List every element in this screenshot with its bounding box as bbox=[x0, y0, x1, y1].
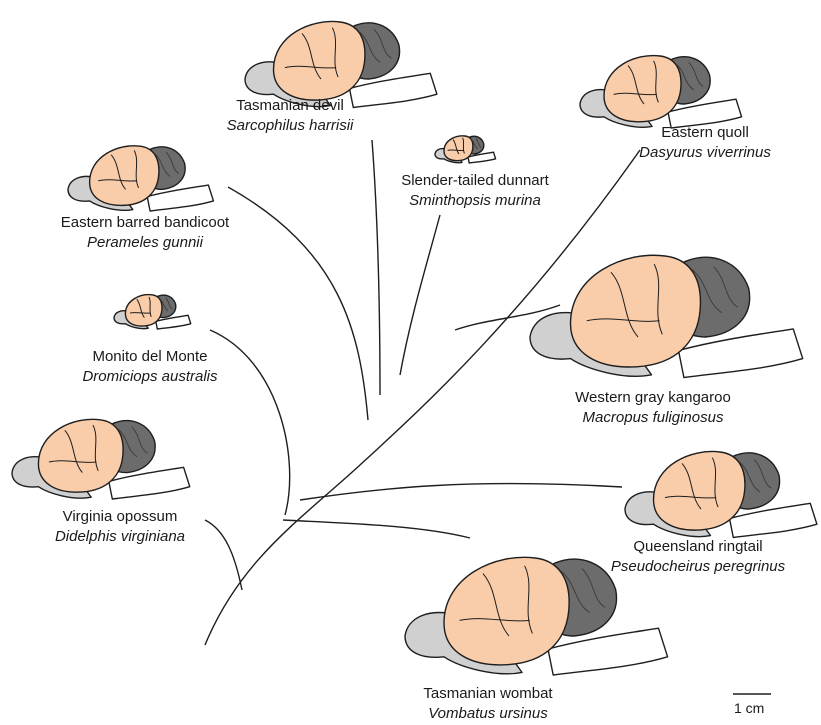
brain-slender-tailed-dunnart bbox=[435, 136, 496, 163]
species-latin-name: Sarcophilus harrisii bbox=[195, 116, 385, 136]
species-latin-name: Pseudocheirus peregrinus bbox=[578, 557, 818, 577]
species-common-name: Western gray kangaroo bbox=[548, 388, 758, 408]
label-western-gray-kangaroo: Western gray kangaroo Macropus fuliginos… bbox=[548, 388, 758, 428]
scale-bar-label: 1 cm bbox=[734, 700, 764, 716]
branch-to-ringtail bbox=[300, 484, 622, 500]
label-queensland-ringtail: Queensland ringtail Pseudocheirus peregr… bbox=[578, 537, 818, 577]
species-common-name: Queensland ringtail bbox=[578, 537, 818, 557]
species-common-name: Slender-tailed dunnart bbox=[370, 171, 580, 191]
species-common-name: Tasmanian devil bbox=[195, 96, 385, 116]
label-tasmanian-devil: Tasmanian devil Sarcophilus harrisii bbox=[195, 96, 385, 136]
species-common-name: Eastern quoll bbox=[600, 123, 810, 143]
species-common-name: Monito del Monte bbox=[50, 347, 250, 367]
label-eastern-barred-bandicoot: Eastern barred bandicoot Perameles gunni… bbox=[15, 213, 275, 253]
brain-virginia-opossum bbox=[12, 419, 190, 499]
brain-eastern-barred-bandicoot bbox=[68, 146, 213, 211]
brain-western-gray-kangaroo bbox=[530, 255, 803, 377]
species-latin-name: Didelphis virginiana bbox=[20, 527, 220, 547]
label-tasmanian-wombat: Tasmanian wombat Vombatus ursinus bbox=[378, 684, 598, 724]
species-latin-name: Sminthopsis murina bbox=[370, 191, 580, 211]
species-latin-name: Perameles gunnii bbox=[15, 233, 275, 253]
species-latin-name: Dromiciops australis bbox=[50, 367, 250, 387]
branch-to-dunnart bbox=[400, 215, 440, 375]
brain-queensland-ringtail bbox=[625, 451, 817, 537]
species-common-name: Tasmanian wombat bbox=[378, 684, 598, 704]
brain-tasmanian-devil bbox=[245, 21, 437, 107]
label-slender-tailed-dunnart: Slender-tailed dunnart Sminthopsis murin… bbox=[370, 171, 580, 211]
label-virginia-opossum: Virginia opossum Didelphis virginiana bbox=[20, 507, 220, 547]
species-common-name: Virginia opossum bbox=[20, 507, 220, 527]
species-latin-name: Vombatus ursinus bbox=[378, 704, 598, 724]
label-monito-del-monte: Monito del Monte Dromiciops australis bbox=[50, 347, 250, 387]
species-common-name: Eastern barred bandicoot bbox=[15, 213, 275, 233]
species-latin-name: Dasyurus viverrinus bbox=[600, 143, 810, 163]
label-eastern-quoll: Eastern quoll Dasyurus viverrinus bbox=[600, 123, 810, 163]
brain-monito-del-monte bbox=[114, 295, 191, 329]
species-latin-name: Macropus fuliginosus bbox=[548, 408, 758, 428]
brain-eastern-quoll bbox=[580, 56, 742, 128]
branch-to-wombat bbox=[283, 520, 470, 538]
